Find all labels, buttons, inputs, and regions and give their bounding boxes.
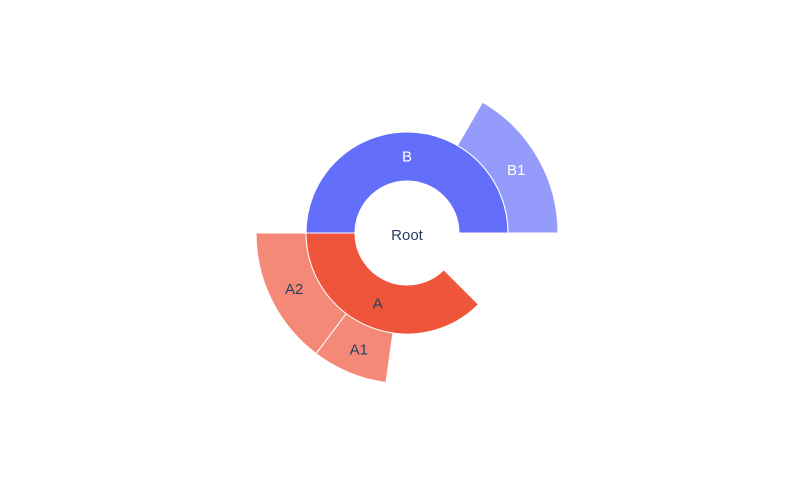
sunburst-segments [255,101,559,384]
segment-label-a2: A2 [285,281,303,298]
segment-label-a: A [373,296,383,313]
root-label: Root [391,227,424,244]
segment-label-b1: B1 [507,162,525,179]
segment-b1[interactable] [456,101,559,234]
segment-label-a1: A1 [350,341,368,358]
segment-a1[interactable] [315,312,394,384]
segment-label-b: B [402,149,412,166]
